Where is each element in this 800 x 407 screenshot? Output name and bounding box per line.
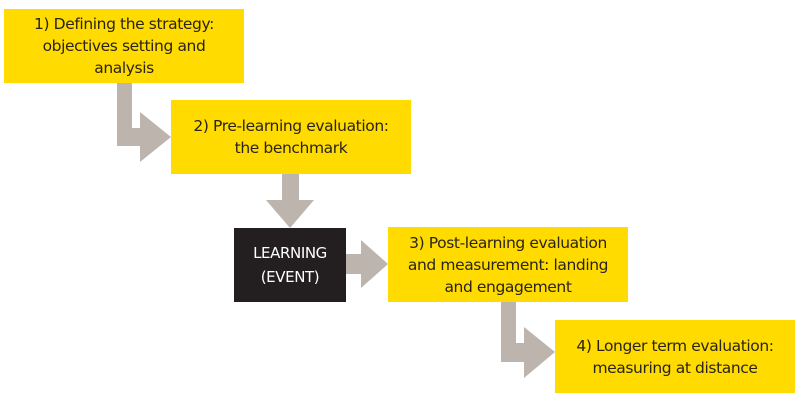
down-arrow-icon (266, 174, 314, 228)
step-1-text: 1) Defining the strategy: objectives set… (34, 15, 214, 77)
step-3-box: 3) Post-learning evaluation and measurem… (388, 227, 628, 302)
elbow-arrow-icon (117, 83, 171, 162)
step-1-box: 1) Defining the strategy: objectives set… (4, 9, 244, 83)
learning-event-text: LEARNING (EVENT) (253, 244, 327, 286)
step-4-text: 4) Longer term evaluation: measuring at … (576, 336, 774, 377)
step-4-box: 4) Longer term evaluation: measuring at … (555, 320, 795, 393)
step-2-text: 2) Pre-learning evaluation: the benchmar… (193, 117, 389, 157)
step-2-box: 2) Pre-learning evaluation: the benchmar… (171, 100, 411, 174)
right-arrow-icon (346, 240, 388, 288)
learning-event-box: LEARNING (EVENT) (234, 228, 346, 302)
elbow-arrow-icon (501, 302, 555, 378)
step-3-text: 3) Post-learning evaluation and measurem… (407, 233, 609, 296)
